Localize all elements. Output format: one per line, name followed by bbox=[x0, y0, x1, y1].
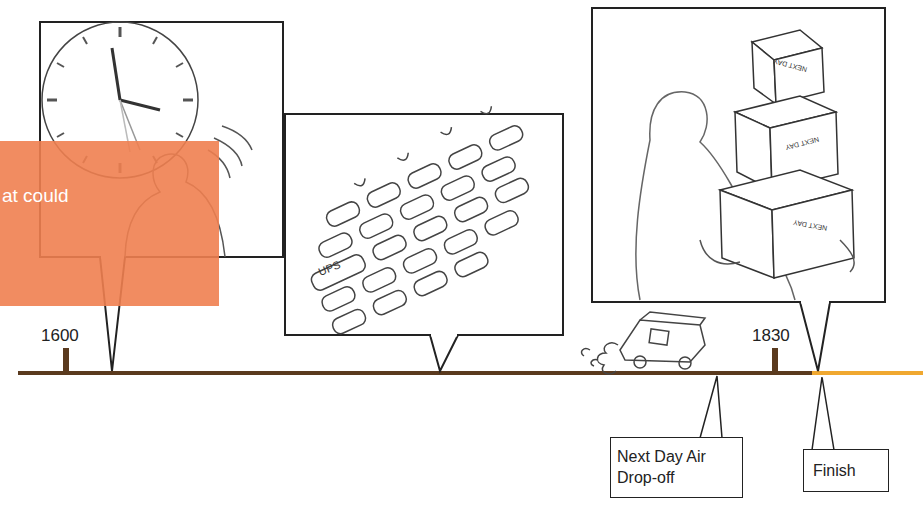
tick-mark bbox=[63, 348, 69, 371]
overlay-banner: at could bbox=[0, 141, 219, 306]
node-text: Finish bbox=[813, 460, 879, 481]
callout-box: Next Day Air Drop-off bbox=[610, 437, 743, 498]
timeline-bar bbox=[18, 371, 812, 375]
callout-pointer bbox=[812, 377, 834, 450]
callout-pointer bbox=[700, 376, 722, 438]
timeline-bar-late bbox=[812, 371, 923, 375]
year-label: 1600 bbox=[41, 326, 79, 346]
callout-box: Finish bbox=[803, 449, 889, 492]
truck-sketch bbox=[582, 312, 705, 374]
traffic-panel bbox=[277, 99, 568, 371]
year-label: 1830 bbox=[752, 326, 790, 346]
tick-mark bbox=[772, 348, 778, 371]
node-text: at could bbox=[2, 185, 219, 207]
boxes-panel bbox=[592, 8, 885, 371]
node-text: Next Day Air Drop-off bbox=[617, 446, 736, 488]
